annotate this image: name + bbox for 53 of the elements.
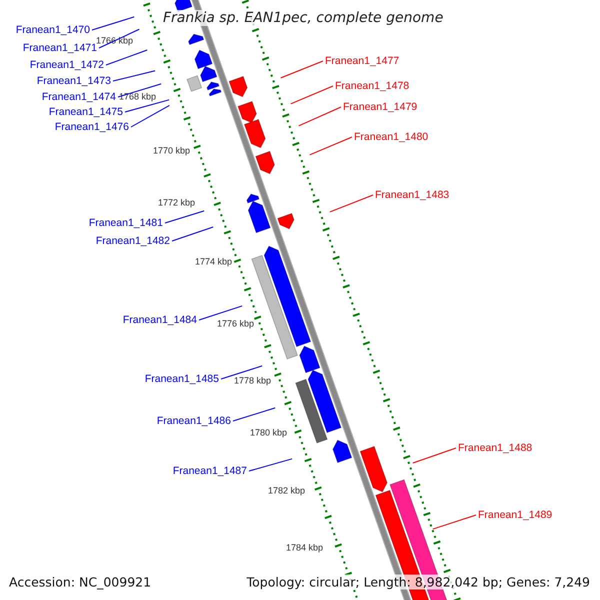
leader-line bbox=[309, 136, 352, 156]
gene-label: Franean1_1475 bbox=[48, 106, 123, 118]
gene-label: Franean1_1471 bbox=[22, 42, 97, 54]
scale-label: 1782 kbp bbox=[268, 486, 305, 496]
leader-line bbox=[164, 210, 205, 224]
leader-line bbox=[130, 104, 170, 128]
genome-info: Topology: circular; Length: 8,982,042 bp; Genes: 7,249 bbox=[246, 574, 590, 590]
leader-line bbox=[112, 70, 156, 82]
leader-line bbox=[290, 86, 334, 104]
scale-label: 1772 kbp bbox=[158, 198, 195, 208]
leader-line bbox=[92, 16, 135, 30]
gene-label: Franean1_1481 bbox=[88, 217, 163, 229]
scale-label: 1768 kbp bbox=[118, 92, 156, 102]
leader-line bbox=[298, 106, 342, 126]
gene-label: Franean1_1472 bbox=[30, 59, 104, 71]
leader-line bbox=[106, 50, 148, 66]
leader-line bbox=[198, 305, 243, 320]
leader-line bbox=[172, 226, 214, 242]
gene-label: Franean1_1470 bbox=[16, 24, 90, 36]
gene-label: Franean1_1485 bbox=[144, 373, 219, 385]
leader-line bbox=[432, 514, 476, 530]
leader-line bbox=[412, 448, 456, 464]
gene-label: Franean1_1488 bbox=[458, 442, 532, 454]
scale-label: 1780 kbp bbox=[250, 428, 287, 438]
gene-label: Franean1_1473 bbox=[36, 75, 111, 87]
accession-label: Accession: NC_009921 bbox=[9, 574, 152, 590]
gene-label: Franean1_1489 bbox=[478, 509, 552, 521]
leader-line bbox=[329, 194, 374, 212]
leader-line bbox=[124, 99, 170, 112]
scale-label: 1778 kbp bbox=[234, 376, 271, 386]
gene-label: Franean1_1479 bbox=[343, 101, 418, 113]
scale-label: 1766 kbp bbox=[96, 36, 133, 46]
gene-label: Franean1_1484 bbox=[122, 314, 197, 326]
gene-label: Franean1_1486 bbox=[156, 415, 231, 427]
gene-label: Franean1_1487 bbox=[172, 465, 247, 477]
scale-label: 1776 kbp bbox=[216, 320, 254, 328]
leader-line bbox=[248, 458, 293, 472]
gene-label: Franean1_1482 bbox=[96, 235, 170, 247]
gene-label: Franean1_1474 bbox=[42, 91, 116, 103]
gene-label: Franean1_1477 bbox=[325, 55, 400, 67]
leader-line bbox=[232, 407, 276, 422]
gene-label: Franean1_1480 bbox=[354, 131, 428, 143]
scale-label: 1770 kbp bbox=[152, 146, 190, 156]
leader-line bbox=[118, 83, 162, 98]
gene-label: Franean1_1478 bbox=[335, 80, 410, 92]
title: Frankia sp. EAN1pec, complete genome bbox=[163, 10, 444, 26]
scale-label: 1784 kbp bbox=[286, 544, 323, 552]
leader-line bbox=[220, 365, 263, 380]
gene-label: Franean1_1483 bbox=[375, 189, 450, 201]
gene-label: Franean1_1476 bbox=[54, 121, 129, 133]
scale-label: 1774 kbp bbox=[194, 258, 232, 266]
leader-line bbox=[98, 28, 140, 48]
leader-line bbox=[280, 60, 324, 78]
